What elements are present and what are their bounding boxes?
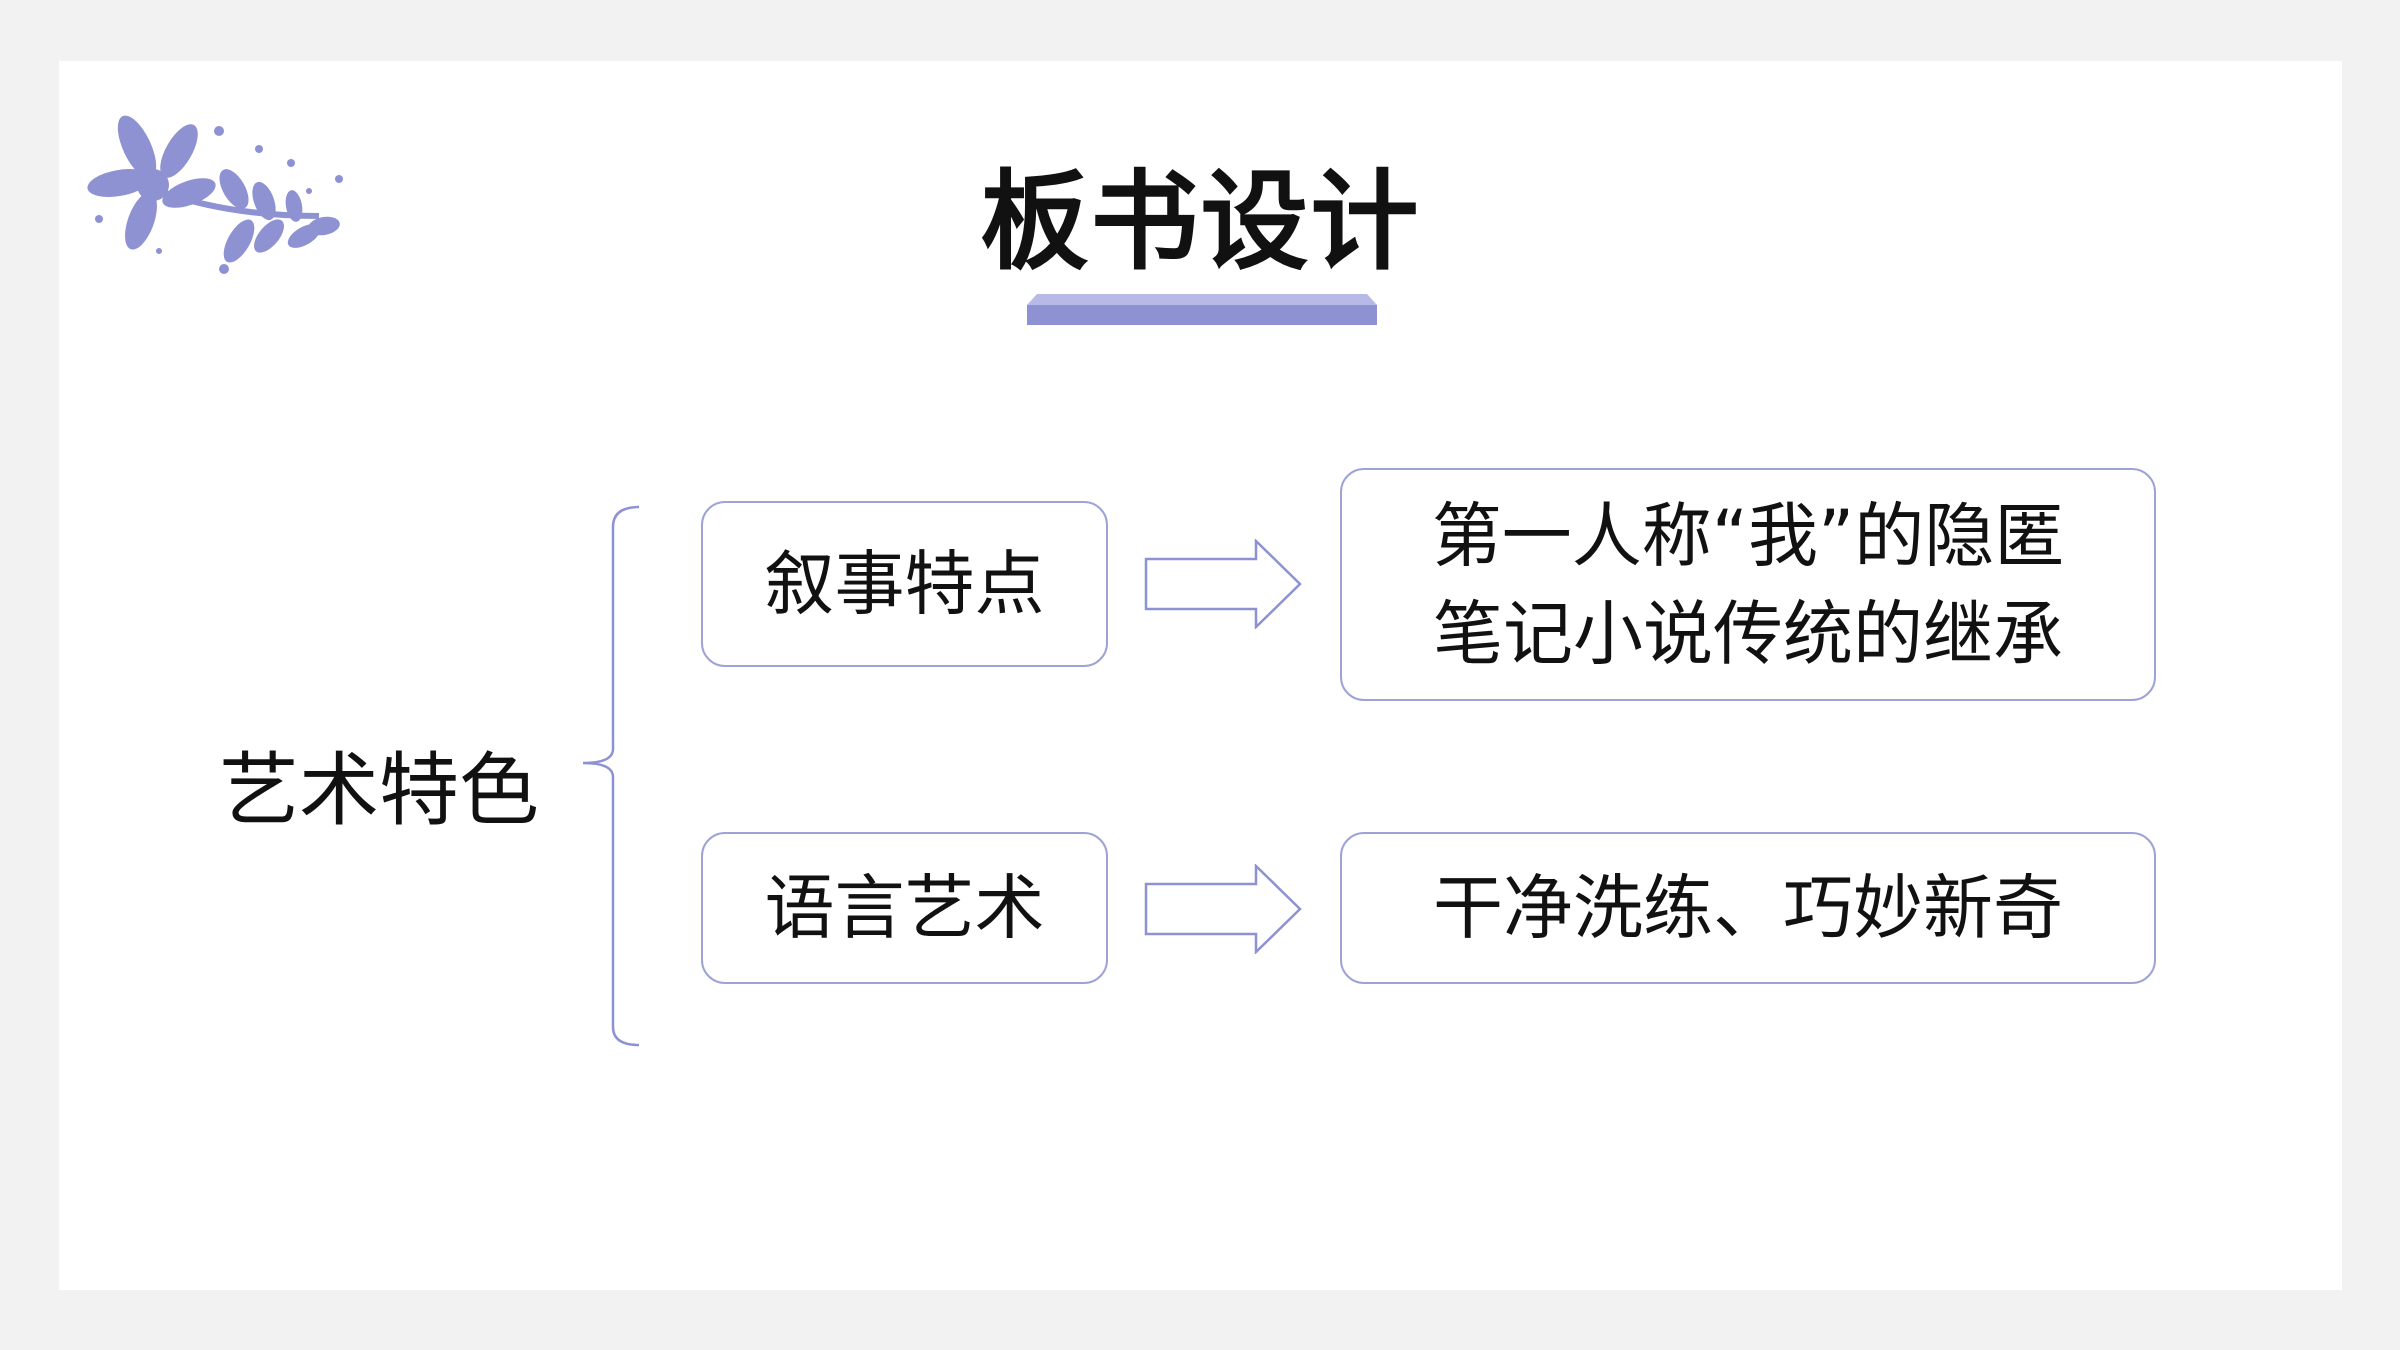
description-line: 干净洗练、巧妙新奇 <box>1433 867 2063 949</box>
category-box: 叙事特点 <box>701 501 1108 667</box>
slide: 板书设计 艺术特色 叙事特点 第一人称“我”的隐匿 笔记小说传统的继承 语言艺术… <box>59 61 2342 1290</box>
category-label: 语言艺术 <box>764 867 1045 949</box>
description-line: 第一人称“我”的隐匿 <box>1431 494 2065 577</box>
title-underline <box>1027 294 1377 325</box>
description-line: 笔记小说传统的继承 <box>1433 592 2063 675</box>
category-label: 叙事特点 <box>764 543 1045 625</box>
category-box: 语言艺术 <box>701 832 1108 984</box>
description-box: 干净洗练、巧妙新奇 <box>1340 832 2156 984</box>
page-title: 板书设计 <box>980 160 1421 285</box>
root-label: 艺术特色 <box>219 744 539 837</box>
description-box: 第一人称“我”的隐匿 笔记小说传统的继承 <box>1340 468 2156 701</box>
left-brace-icon <box>582 505 640 1047</box>
right-arrow-icon <box>1144 864 1302 954</box>
flower-branch-icon <box>87 115 343 274</box>
right-arrow-icon <box>1144 539 1302 629</box>
